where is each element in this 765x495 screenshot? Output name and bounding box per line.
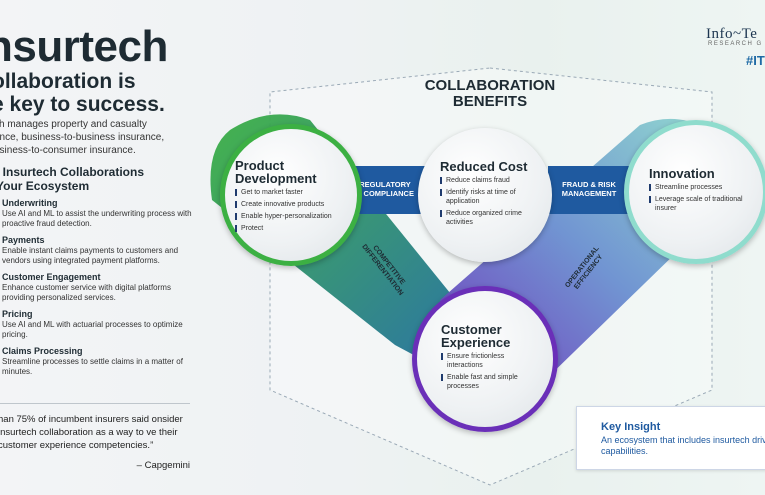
key-insight-desc: An ecosystem that includes insurtech dri… [601,435,765,456]
cost-title: Reduced Cost [440,159,528,174]
regulatory-label-line-2: & COMPLIANCE [356,189,414,198]
product-item: Get to market faster [235,188,353,197]
product-item: Create innovative products [235,200,353,209]
product-title-line-1: Product [235,158,285,173]
fraud-label: FRAUD & RISK MANAGEMENT [551,180,627,198]
customer-experience-circle: Customer Experience Ensure frictionless … [412,286,558,432]
list-item-title: Payments [2,235,45,245]
list-item: Claims Processing Streamline processes t… [2,346,192,377]
brand-logo-text: Info~Te [706,26,758,42]
section-heading: l Insurtech Collaborations Your Ecosyste… [0,165,144,193]
product-development-circle: Product Development Get to market faster… [220,124,362,266]
page-subtitle: ollaboration is e key to success. [0,70,165,116]
diagram-heading: COLLABORATION BENEFITS [410,78,570,110]
intro-text: ch manages property and casualty ance, b… [0,119,165,156]
list-item-title: Customer Engagement [2,272,101,282]
regulatory-label: REGULATORY & COMPLIANCE [348,180,422,198]
list-item-title: Underwriting [2,198,58,208]
cost-item: Reduce organized crime activities [440,209,540,227]
quote-text: han 75% of incumbent insurers said onsid… [0,414,183,451]
cost-item: Reduce claims fraud [440,176,540,185]
subtitle-line-2: e key to success. [0,93,165,116]
list-item: Customer Engagement Enhance customer ser… [2,272,192,303]
diagram-heading-line-2: BENEFITS [452,93,528,110]
cost-item: Identify risks at time of application [440,188,540,206]
list-item: Underwriting Use AI and ML to assist the… [2,198,192,229]
reduced-cost-circle: Reduced Cost Reduce claims fraud Identif… [418,128,552,262]
subtitle-line-1: ollaboration is [0,70,136,93]
innovation-item: Leverage scale of traditional insurer [649,195,749,213]
section-heading-line-2: Your Ecosystem [0,179,90,193]
product-title-line-2: Development [235,171,317,186]
product-item: Protect [235,224,353,233]
list-item-desc: Streamline processes to settle claims in… [2,357,183,376]
customer-title-line-2: Experience [441,335,511,350]
customer-item: Enable fast and simple processes [441,373,541,391]
quote-divider [0,403,190,404]
innovation-title: Innovation [649,166,715,181]
list-item: Pricing Use AI and ML with actuarial pro… [2,309,192,340]
list-item-title: Pricing [2,309,33,319]
fraud-label-line-2: MANAGEMENT [561,189,617,198]
innovation-item: Streamline processes [649,183,749,192]
quote-source: – Capgemini [136,460,190,471]
brand-subtext: RESEARCH G [708,41,763,47]
regulatory-label-line-1: REGULATORY [359,180,411,189]
section-heading-line-1: l Insurtech Collaborations [0,165,145,179]
key-insight-box: Key Insight An ecosystem that includes i… [576,406,765,470]
list-item-desc: Enable instant claims payments to custom… [2,246,179,265]
list-item-title: Claims Processing [2,346,83,356]
list-item-desc: Use AI and ML with actuarial processes t… [2,320,183,339]
list-item: Payments Enable instant claims payments … [2,235,192,266]
key-insight-title: Key Insight [601,421,661,433]
fraud-band [548,166,630,214]
innovation-circle: Innovation Streamline processes Leverage… [624,120,765,264]
page-title: nsurtech [0,22,168,71]
diagram-heading-line-1: COLLABORATION [424,77,556,94]
fraud-label-line-1: FRAUD & RISK [562,180,616,189]
list-item-desc: Use AI and ML to assist the underwriting… [2,209,192,228]
customer-title-line-1: Customer [441,322,502,337]
customer-item: Ensure frictionless interactions [441,352,541,370]
product-item: Enable hyper-personalization [235,212,353,221]
collaboration-list: Underwriting Use AI and ML to assist the… [2,198,192,383]
list-item-desc: Enhance customer service with digital pl… [2,283,171,302]
brand-mark: #IT [746,53,765,68]
